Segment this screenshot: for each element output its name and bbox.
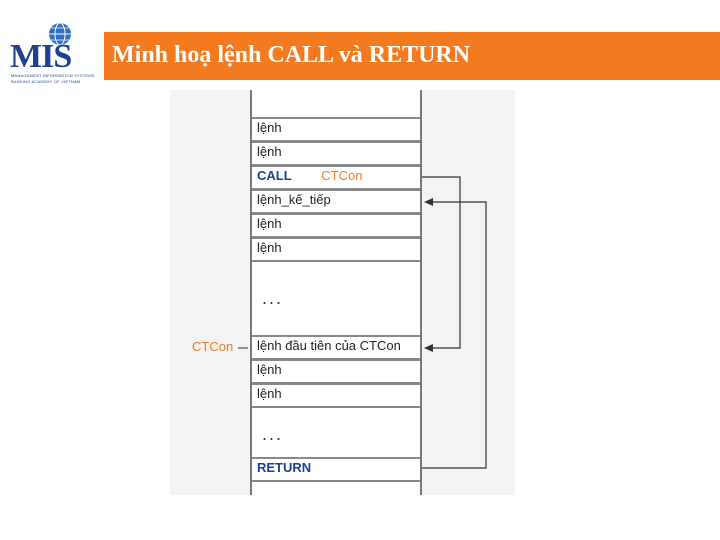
logo-text: MIS: [10, 38, 72, 75]
page-title: Minh hoạ lệnh CALL và RETURN: [112, 42, 471, 68]
cell-text-first-sub: lệnh đầu tiên của CTCon: [257, 338, 401, 353]
globe-icon: [49, 22, 71, 46]
return-arrow: [422, 201, 487, 469]
memory-left-border: [250, 90, 252, 495]
memory-right-border: [420, 90, 422, 495]
cell-text-10: lệnh: [257, 386, 282, 401]
memory-cell-next: lệnh_kế_tiếp: [252, 189, 420, 214]
memory-cell-10: lệnh: [252, 383, 420, 408]
title-bar: Minh hoạ lệnh CALL và RETURN: [104, 32, 720, 80]
memory-cell-return: RETURN: [252, 457, 420, 482]
memory-column: lệnh lệnh CALL CTCon lệnh_kế_tiếp lệnh l…: [250, 90, 422, 495]
memory-cell-6: lệnh: [252, 237, 420, 262]
cell-text-2: lệnh: [257, 144, 282, 159]
return-keyword: RETURN: [257, 460, 312, 475]
cell-text-1: lệnh: [257, 120, 282, 135]
subroutine-label: CTCon: [192, 339, 234, 354]
call-arrow-head: [424, 344, 433, 352]
memory-cell-9: lệnh: [252, 359, 420, 384]
logo-subtitle-1: MANAGEMENT INFORMATION SYSTEMS: [11, 73, 95, 78]
call-arrow: [422, 176, 461, 349]
cell-text-next: lệnh_kế_tiếp: [257, 192, 331, 207]
cell-text-9: lệnh: [257, 362, 282, 377]
call-keyword: CALL: [257, 168, 292, 183]
logo-subtitle-2: BANKING ACADEMY OF VIETNAM: [11, 79, 81, 84]
ellipsis-1: ...: [262, 288, 284, 308]
memory-cell-1: lệnh: [252, 117, 420, 142]
call-target: CTCon: [321, 168, 363, 183]
ellipsis-2: ...: [262, 424, 284, 444]
mis-logo: MIS MANAGEMENT INFORMATION SYSTEMS BANKI…: [4, 10, 100, 84]
memory-cell-5: lệnh: [252, 213, 420, 238]
cell-text-6: lệnh: [257, 240, 282, 255]
cell-text-5: lệnh: [257, 216, 282, 231]
return-arrow-head: [424, 198, 433, 206]
